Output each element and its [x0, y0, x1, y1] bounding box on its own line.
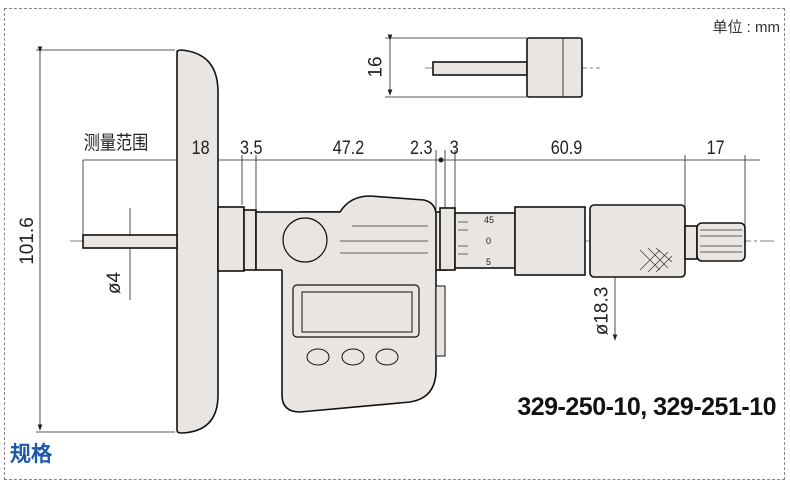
dim-base-height: 101.6 — [16, 217, 38, 265]
dim-gap2: 3 — [449, 138, 459, 159]
dim-inset-height: 16 — [365, 56, 387, 78]
dim-collar: 3.5 — [239, 138, 263, 159]
dim-rod-diameter: ø4 — [104, 271, 126, 295]
dim-gap1: 2.3 — [409, 138, 433, 159]
dim-body: 47.2 — [332, 138, 365, 159]
section-title: 规格 — [10, 443, 52, 466]
scale-mark: 0 — [486, 236, 492, 246]
measuring-rod — [82, 234, 178, 249]
scale-mark: 5 — [486, 257, 492, 267]
scale-mark: 45 — [484, 215, 495, 225]
dim-ratchet: 17 — [706, 138, 725, 159]
model-numbers: 329-250-10, 329-251-10 — [517, 393, 776, 421]
dim-base-width: 18 — [191, 138, 210, 159]
unit-label: 单位 : mm — [712, 19, 781, 36]
dim-thimble-diameter: ø18.3 — [591, 286, 613, 336]
dim-thimble: 60.9 — [550, 138, 583, 159]
range-label: 测量范围 — [83, 133, 149, 154]
base-plate — [176, 49, 219, 434]
depth-micrometer-drawing — [36, 34, 775, 434]
